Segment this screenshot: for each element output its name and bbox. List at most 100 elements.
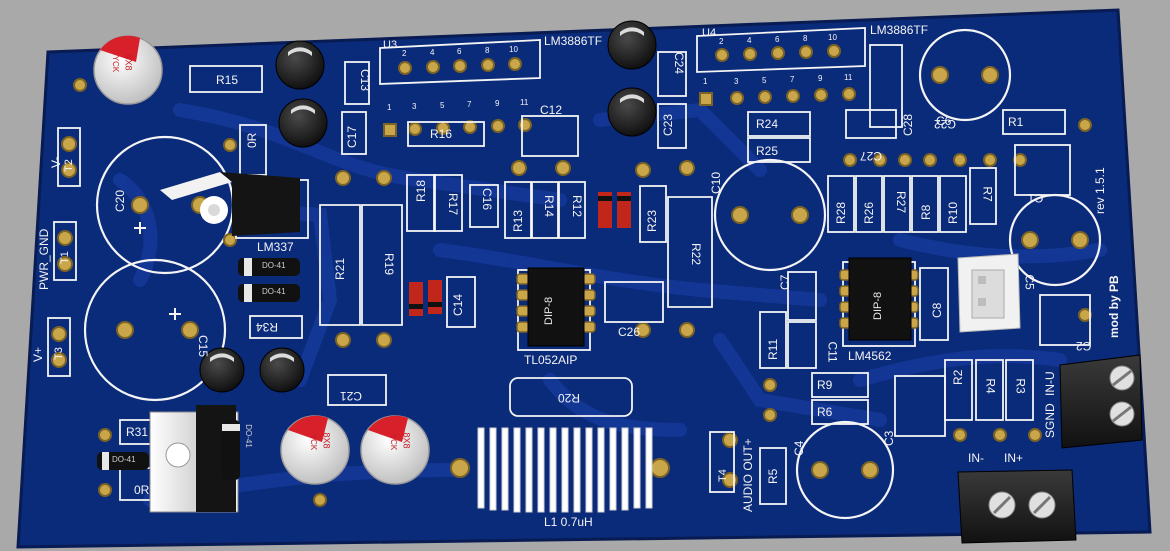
label-c16: C16 <box>480 187 495 211</box>
plus-marks <box>134 222 181 320</box>
label-r23: R23 <box>645 209 659 232</box>
label-r1: R1 <box>1008 115 1024 129</box>
silver-cap-red-marks <box>100 35 408 442</box>
u4-pin-1: 1 <box>703 77 708 86</box>
u4-pin-7: 7 <box>790 75 795 84</box>
label-l1: L1 0.7uH <box>544 515 593 529</box>
inductor-l1 <box>477 427 653 513</box>
lm4562-part: LM4562 <box>848 349 892 363</box>
label-r22: R22 <box>689 242 704 266</box>
u4-pin-10: 10 <box>828 33 837 42</box>
label-c28: C28 <box>901 113 915 136</box>
label-r31: R31 <box>126 425 149 439</box>
label-c14: C14 <box>451 293 465 316</box>
cap-marking-3: 8X8 <box>401 432 412 449</box>
label-r6: R6 <box>817 405 833 419</box>
c6-outline <box>918 28 1012 122</box>
label-t2: T2 <box>63 159 75 172</box>
u4-ref: U4 <box>702 27 717 39</box>
label-r25: R25 <box>756 144 779 158</box>
label-c27: C27 <box>860 149 883 163</box>
label-c4: C4 <box>792 440 806 456</box>
u4-pin-6: 6 <box>775 35 780 44</box>
u4-pin-9: 9 <box>818 74 823 83</box>
u3-part: LM3886TF <box>544 34 603 48</box>
small-pads <box>73 78 1092 507</box>
u3-pin-10: 10 <box>509 45 518 54</box>
label-v-plus: V+ <box>31 346 45 362</box>
label-r9: R9 <box>817 378 833 392</box>
tl052-part: TL052AIP <box>524 353 578 367</box>
u3-pin-2: 2 <box>402 49 407 58</box>
lm337-regulator <box>160 172 309 239</box>
u3-pin-3: 3 <box>412 102 417 111</box>
label-c11: C11 <box>825 341 840 363</box>
label-c6: C6 <box>936 114 952 128</box>
label-r27: R27 <box>894 190 909 214</box>
credit-label: mod by PB <box>1107 275 1121 338</box>
revision-label: rev 1.5.1 <box>1093 167 1107 214</box>
label-r12: R12 <box>570 194 585 218</box>
lm337-part: LM337 <box>257 240 294 254</box>
label-r11: R11 <box>766 338 780 360</box>
u3-pin-11: 11 <box>520 98 529 107</box>
label-c17: C17 <box>345 125 359 148</box>
u3-pins <box>383 57 532 137</box>
label-r14: R14 <box>542 194 557 218</box>
label-sgnd: SGND <box>1043 403 1057 438</box>
lm4562-body: DIP-8 <box>872 291 884 320</box>
label-r3: R3 <box>1013 378 1028 394</box>
jst-connector <box>957 253 1021 333</box>
label-c8: C8 <box>930 302 944 318</box>
label-c24: C24 <box>672 51 687 75</box>
u3-pin-5: 5 <box>440 101 445 110</box>
tl052-ic <box>516 267 596 351</box>
label-r19: R19 <box>382 252 397 276</box>
diode-marking-3: DO-41 <box>112 455 136 464</box>
label-r28: R28 <box>834 201 848 224</box>
label-r8: R8 <box>919 204 933 220</box>
u3-outline <box>379 39 541 85</box>
lm4562-ic <box>839 257 919 347</box>
label-r15: R15 <box>216 73 239 87</box>
label-r26: R26 <box>862 201 876 224</box>
u4-pin-8: 8 <box>803 34 808 43</box>
u4-part: LM3886TF <box>870 23 929 37</box>
u4-pin-11: 11 <box>844 73 853 82</box>
label-0r-bottom: 0R <box>134 483 150 497</box>
label-r20: R20 <box>558 391 581 405</box>
label-0r-top: 0R <box>245 132 259 148</box>
cap-brand-1: YCK <box>111 55 121 73</box>
cap-marking-1: 8X8 <box>123 54 134 71</box>
cap-brand-2: YCK <box>309 433 319 451</box>
label-audio-out: AUDIO OUT+ <box>741 438 755 512</box>
c10-outline <box>713 158 827 272</box>
u4-pin-4: 4 <box>747 36 752 45</box>
label-t1: T1 <box>59 251 71 264</box>
label-t4: T4 <box>717 469 729 482</box>
label-c3: C3 <box>882 430 896 446</box>
label-pwr-gnd: PWR_GND <box>37 228 51 290</box>
label-c26: C26 <box>618 325 641 339</box>
screw-terminals <box>957 354 1143 544</box>
u3-pin-7: 7 <box>467 100 472 109</box>
cap-sleeve-marks <box>210 27 644 362</box>
u3-ref: U3 <box>383 39 398 51</box>
label-v-minus: V- <box>49 156 63 168</box>
u4-pin-2: 2 <box>719 37 724 46</box>
label-r24: R24 <box>756 117 779 131</box>
small-capacitor-outlines <box>119 44 1091 501</box>
diode-marking-4: DO-41 <box>243 424 253 448</box>
label-r10: R10 <box>946 201 960 224</box>
u3-pin-8: 8 <box>485 46 490 55</box>
label-r4: R4 <box>983 378 998 394</box>
label-r18: R18 <box>414 179 428 202</box>
label-r5: R5 <box>766 468 780 484</box>
label-c12: C12 <box>540 103 563 117</box>
cap-marking-2: 8X8 <box>321 432 332 449</box>
u4-pins <box>699 44 856 106</box>
cap-brand-3: YCK <box>389 433 399 451</box>
label-r16: R16 <box>430 127 453 141</box>
diode-marking-1: DO-41 <box>262 261 286 270</box>
label-c23: C23 <box>661 113 675 136</box>
